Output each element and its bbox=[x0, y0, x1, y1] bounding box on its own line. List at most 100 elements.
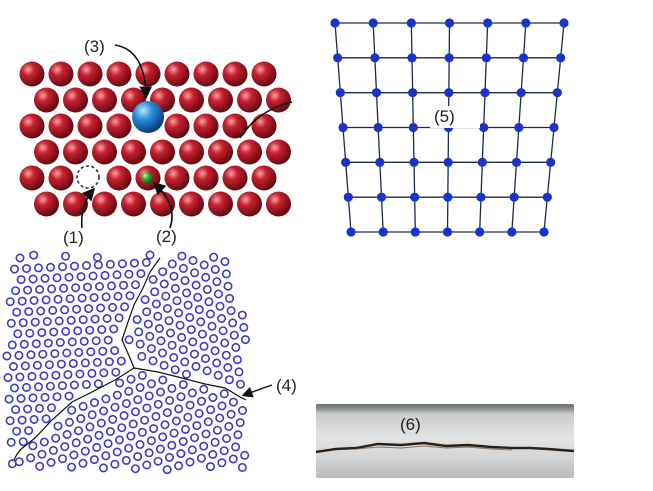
grain-atom bbox=[33, 382, 43, 392]
grain-atom bbox=[146, 344, 156, 354]
host-atom bbox=[179, 191, 204, 217]
grain-atom bbox=[154, 324, 164, 334]
grain-atom bbox=[45, 262, 55, 272]
label-backdrop bbox=[430, 106, 480, 128]
grain-atom bbox=[149, 424, 159, 434]
grain-atom bbox=[185, 457, 195, 467]
grain-atom bbox=[29, 415, 39, 425]
host-atom bbox=[164, 113, 190, 139]
lattice-node bbox=[552, 88, 562, 98]
lattice-node bbox=[507, 227, 517, 237]
grain-atom bbox=[92, 357, 102, 367]
grain-atom bbox=[164, 316, 174, 326]
grain-atom bbox=[14, 350, 24, 360]
grain-atom bbox=[199, 260, 209, 270]
lattice-column-line bbox=[556, 57, 562, 93]
grain-atom bbox=[103, 439, 113, 449]
lattice-column-line bbox=[511, 197, 515, 233]
grain-atom bbox=[134, 327, 144, 337]
host-atom bbox=[34, 87, 59, 113]
lattice-node bbox=[368, 18, 378, 28]
grain-atom bbox=[2, 351, 12, 361]
grain-atom bbox=[225, 293, 235, 303]
grain-atom bbox=[17, 296, 27, 306]
lattice-node bbox=[546, 157, 556, 167]
grain-atom bbox=[213, 370, 223, 380]
lattice-node bbox=[480, 88, 490, 98]
grain-atom bbox=[99, 368, 109, 378]
grain-atom bbox=[82, 261, 92, 271]
vacancy-site bbox=[76, 165, 100, 189]
grain-atom bbox=[46, 403, 56, 413]
grain-atom bbox=[170, 365, 180, 375]
grain-atom bbox=[6, 318, 16, 328]
grain-atom bbox=[158, 267, 168, 277]
grain-atom bbox=[183, 412, 193, 422]
lattice-node bbox=[443, 192, 453, 202]
grain-atom bbox=[105, 259, 115, 269]
grain-atom bbox=[64, 272, 74, 282]
grain-atom bbox=[20, 361, 30, 371]
grain-atom bbox=[207, 321, 217, 331]
grain-atom bbox=[169, 353, 179, 363]
crack-photo: (6) bbox=[316, 404, 574, 478]
grain-atom bbox=[191, 280, 201, 290]
host-atom bbox=[106, 61, 132, 87]
lattice-column-line bbox=[484, 57, 487, 93]
grain-atom bbox=[197, 396, 207, 406]
grain-atom bbox=[229, 330, 239, 340]
grain-atom bbox=[181, 369, 191, 379]
grain-atom bbox=[108, 414, 118, 424]
grain-atom bbox=[42, 317, 52, 327]
grain-atom bbox=[194, 409, 204, 419]
lattice-column-line bbox=[481, 127, 485, 163]
grain-atom bbox=[124, 335, 134, 345]
lattice-node bbox=[335, 88, 345, 98]
grain-atom bbox=[223, 281, 233, 291]
grain-atom bbox=[57, 381, 67, 391]
lattice-column-line bbox=[345, 162, 349, 198]
grain-boundary-diagram: (4) bbox=[2, 250, 297, 475]
grain-atom bbox=[212, 425, 222, 435]
grain-atom bbox=[202, 366, 212, 376]
grain-atom bbox=[215, 413, 225, 423]
grain-atom bbox=[44, 360, 54, 370]
grain-atom bbox=[119, 280, 129, 290]
grain-atom bbox=[185, 312, 195, 322]
label-vacancy: (1) bbox=[63, 228, 84, 247]
point-defects-diagram: (3) (1) (2) bbox=[19, 37, 293, 247]
grain-atom bbox=[14, 457, 24, 467]
grain-atom bbox=[60, 305, 70, 315]
grain-atom bbox=[237, 462, 247, 472]
host-atom bbox=[121, 139, 146, 165]
grain-atom bbox=[76, 414, 86, 424]
grain-atom bbox=[67, 405, 77, 415]
grain-atom bbox=[18, 318, 28, 328]
substitutional-atom bbox=[132, 101, 164, 133]
host-atom bbox=[48, 61, 74, 87]
grain-atom bbox=[234, 367, 244, 377]
lattice-node bbox=[406, 18, 416, 28]
grain-atom bbox=[165, 396, 175, 406]
grain-atom bbox=[40, 392, 50, 402]
grain-atom bbox=[228, 454, 238, 464]
grain-atom bbox=[204, 297, 214, 307]
grain-atom bbox=[130, 464, 140, 474]
lattice-column-line bbox=[377, 127, 381, 163]
host-atom bbox=[48, 165, 74, 191]
host-atom bbox=[251, 113, 277, 139]
host-atom bbox=[106, 165, 132, 191]
grain-atom bbox=[41, 295, 51, 305]
host-atom bbox=[34, 139, 59, 165]
grain-atom bbox=[136, 269, 146, 279]
lattice-node bbox=[409, 157, 419, 167]
grain-atom bbox=[102, 314, 112, 324]
grain-atom bbox=[88, 271, 98, 281]
grain-atom bbox=[67, 462, 77, 472]
grain-atom bbox=[115, 435, 125, 445]
label-substitutional: (3) bbox=[84, 37, 105, 56]
host-atom bbox=[106, 113, 132, 139]
grain-atom bbox=[47, 284, 57, 294]
label-crack: (6) bbox=[400, 415, 421, 434]
grain-boundary-panel: (4) bbox=[0, 250, 320, 475]
